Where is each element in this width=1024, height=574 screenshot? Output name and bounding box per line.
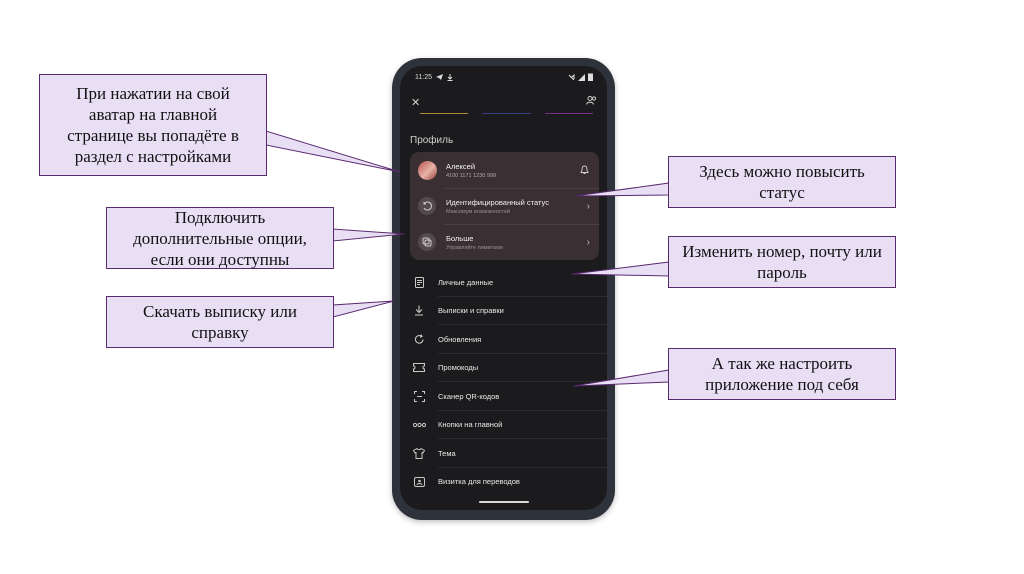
bell-icon[interactable]: [580, 165, 589, 175]
users-icon[interactable]: [586, 96, 597, 105]
download-icon: [412, 304, 426, 318]
tab-indicator: [544, 113, 593, 114]
more-options-row[interactable]: Больше Управляйте лимитами ›: [410, 225, 599, 259]
menu-item-promocodes[interactable]: Промокоды: [400, 354, 607, 382]
menu-item-label: Кнопки на главной: [438, 420, 503, 430]
refresh-icon: [412, 332, 426, 346]
menu-separator: [438, 466, 607, 468]
pointer-status: [574, 182, 670, 197]
profile-user-row[interactable]: Алексей 4100 1171 1230 999: [410, 153, 599, 187]
ticket-icon: [412, 361, 426, 375]
status-subtitle: Максимум возможностей: [446, 208, 511, 215]
menu-item-label: Визитка для переводов: [438, 477, 520, 487]
menu-item-qr-scanner[interactable]: Сканер QR-кодов: [400, 382, 607, 411]
tab-indicators: [420, 113, 593, 115]
pointer-contacts: [571, 261, 670, 277]
menu-item-theme[interactable]: Тема: [400, 439, 607, 468]
more-subtitle: Управляйте лимитами: [446, 244, 503, 251]
phone-screen: 11:25 ✕ Профиль: [400, 66, 607, 510]
chevron-right-icon: ›: [586, 200, 590, 212]
menu-item-updates[interactable]: Обновления: [400, 325, 607, 354]
status-upgrade-icon: [418, 197, 436, 215]
layers-icon: [418, 233, 436, 251]
card-icon: [412, 475, 426, 489]
callout-avatar-settings: При нажатии на свой аватар на главной ст…: [39, 74, 267, 176]
tab-indicator: [420, 113, 469, 114]
menu-item-label: Сканер QR-кодов: [438, 391, 500, 401]
avatar[interactable]: [418, 160, 437, 180]
menu-item-label: Тема: [438, 448, 456, 458]
pointer-statement: [332, 300, 395, 318]
chevron-right-icon: ›: [586, 236, 590, 248]
menu-separator: [438, 409, 607, 411]
close-icon[interactable]: ✕: [411, 97, 421, 109]
pointer-options: [332, 228, 405, 242]
more-title: Больше: [446, 233, 474, 243]
menu-separator: [438, 295, 607, 297]
dots-icon: [412, 418, 426, 432]
profile-card: Алексей 4100 1171 1230 999 Идентифициров…: [410, 152, 599, 260]
menu-item-label: Личные данные: [438, 277, 494, 287]
user-name: Алексей: [446, 161, 476, 171]
callout-contacts: Изменить номер, почту или пароль: [668, 236, 896, 288]
qr-scanner-icon: [412, 389, 426, 403]
pointer-customize: [573, 369, 670, 387]
tab-indicator: [482, 113, 531, 114]
status-time: 11:25: [415, 73, 432, 81]
menu-item-label: Выписки и справки: [438, 306, 504, 316]
signal-icon: [578, 73, 585, 81]
menu-separator: [438, 438, 607, 439]
status-title: Идентифицированный статус: [446, 197, 549, 207]
callout-extra-options: Подключить дополнительные опции, если он…: [106, 207, 334, 269]
battery-icon: [588, 73, 593, 81]
pointer-avatar: [265, 130, 401, 173]
callout-statement: Скачать выписку или справку: [106, 296, 334, 348]
menu-item-statements[interactable]: Выписки и справки: [400, 297, 607, 325]
account-number: 4100 1171 1230 999: [446, 172, 497, 179]
menu-item-personal-data[interactable]: Личные данные: [400, 268, 607, 297]
menu-item-transfer-card[interactable]: Визитка для переводов: [400, 468, 607, 497]
section-title: Профиль: [410, 135, 454, 146]
download-status-icon: [447, 73, 453, 81]
menu-item-label: Промокоды: [438, 363, 479, 373]
telegram-icon: [436, 74, 443, 80]
card-divider: [444, 188, 599, 189]
top-bar: ✕: [400, 96, 607, 112]
menu-separator: [438, 352, 607, 354]
card-divider: [444, 224, 599, 225]
callout-customize: А так же настроить приложение под себя: [668, 348, 896, 400]
home-indicator[interactable]: [479, 501, 529, 503]
document-icon: [412, 275, 426, 289]
identified-status-row[interactable]: Идентифицированный статус Максимум возмо…: [410, 189, 599, 223]
callout-status: Здесь можно повысить статус: [668, 156, 896, 208]
mute-icon: [568, 73, 575, 80]
settings-menu: Личные данные Выписки и справки Обновлен…: [400, 268, 607, 496]
tshirt-icon: [412, 446, 426, 460]
menu-item-label: Обновления: [438, 334, 482, 344]
menu-item-home-buttons[interactable]: Кнопки на главной: [400, 411, 607, 439]
menu-separator: [438, 381, 607, 382]
phone-frame: 11:25 ✕ Профиль: [392, 58, 615, 520]
menu-separator: [438, 324, 607, 325]
status-bar: 11:25: [415, 71, 593, 83]
